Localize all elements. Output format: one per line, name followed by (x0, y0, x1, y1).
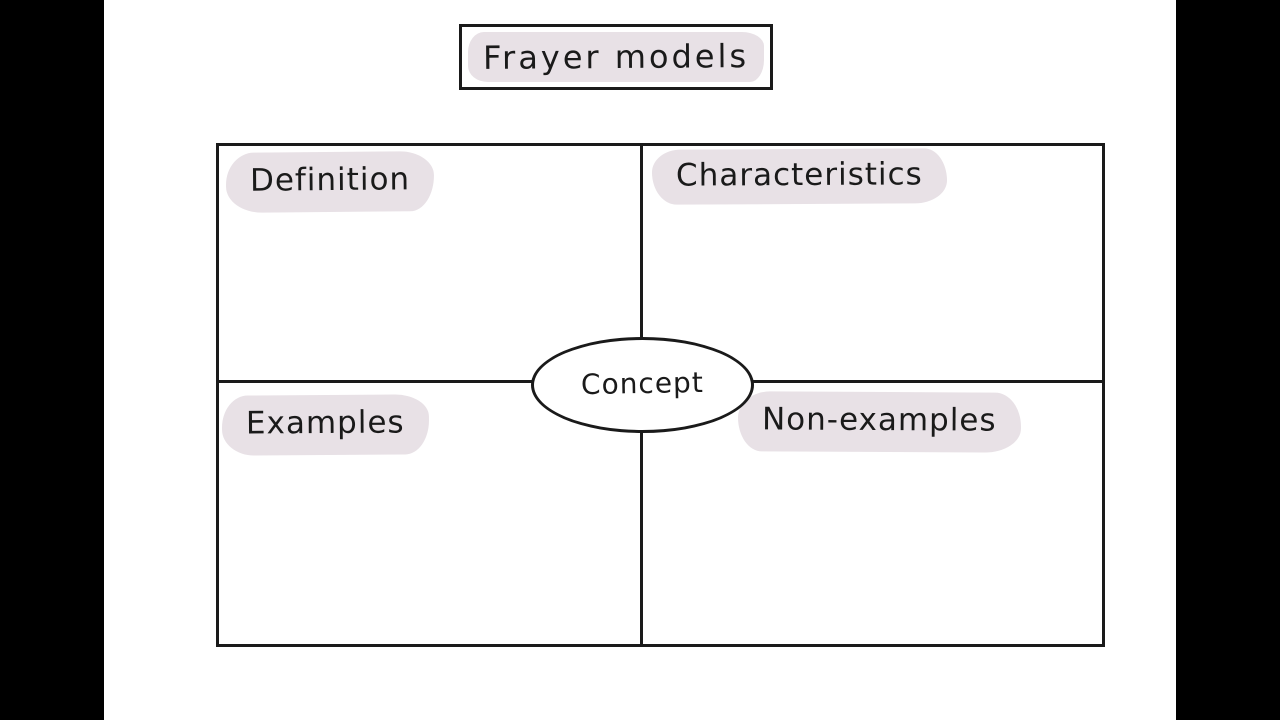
concept-ellipse: Concept (531, 337, 754, 433)
concept-label: Concept (580, 365, 705, 401)
letterbox-left (0, 0, 104, 720)
quadrant-label-characteristics: Characteristics (651, 148, 947, 205)
quadrant-label-examples: Examples (221, 394, 429, 456)
title-highlight (468, 32, 764, 82)
letterbox-right (1176, 0, 1280, 720)
page-title: Frayer models (482, 37, 750, 77)
title-box: Frayer models (459, 24, 773, 90)
quadrant-label-definition: Definition (225, 151, 435, 213)
quadrant-label-non-examples: Non-examples (737, 391, 1021, 453)
